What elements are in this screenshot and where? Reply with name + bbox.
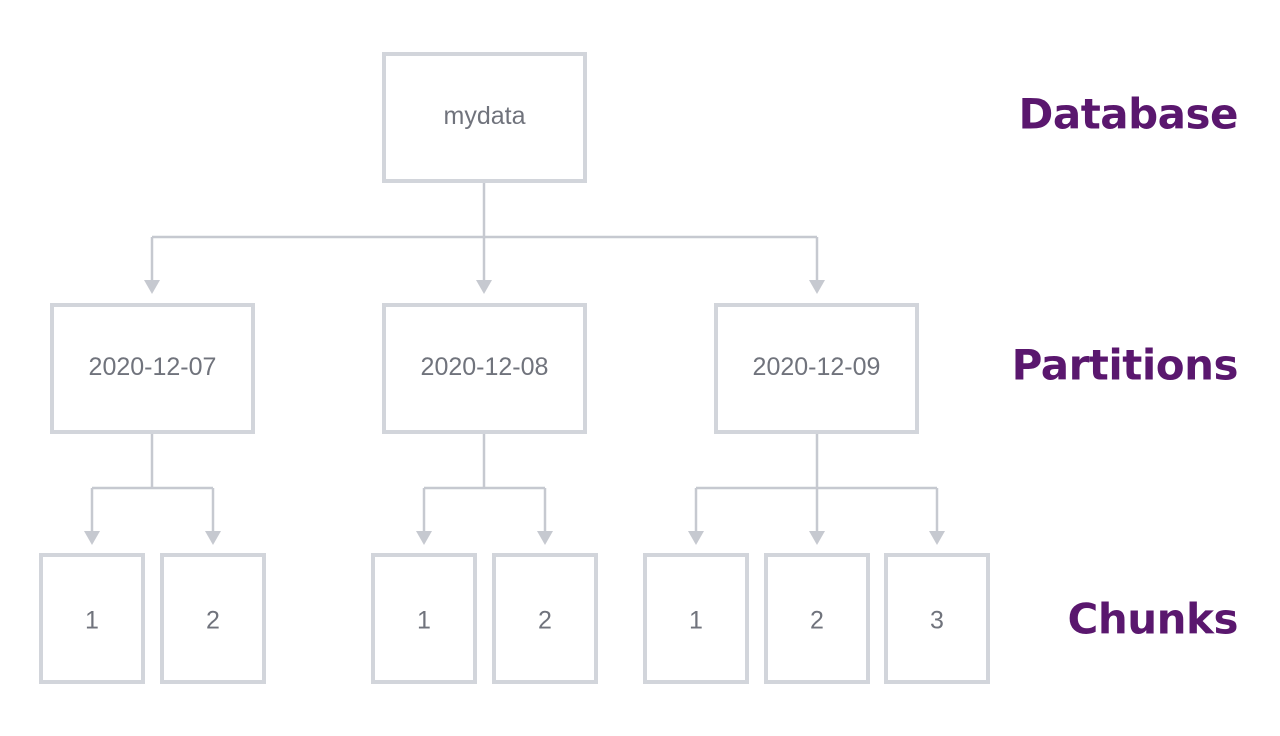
arrow-head bbox=[205, 531, 221, 545]
partition-label: 2020-12-08 bbox=[421, 353, 549, 381]
arrow-head bbox=[809, 280, 825, 294]
chunk-label: 1 bbox=[85, 607, 99, 635]
chunk-node: 2 bbox=[492, 553, 598, 684]
chunk-label: 2 bbox=[810, 607, 824, 635]
level-label-chunks: Chunks bbox=[1068, 595, 1238, 644]
arrow-head bbox=[809, 531, 825, 545]
chunk-node: 3 bbox=[884, 553, 990, 684]
partition-connectors bbox=[84, 433, 945, 545]
arrow-head bbox=[476, 280, 492, 294]
partition-label: 2020-12-09 bbox=[753, 353, 881, 381]
chunk-label: 1 bbox=[417, 607, 431, 635]
chunk-node: 1 bbox=[643, 553, 749, 684]
arrow-head bbox=[537, 531, 553, 545]
chunk-node: 2 bbox=[160, 553, 266, 684]
arrow-head bbox=[84, 531, 100, 545]
arrow-head bbox=[929, 531, 945, 545]
database-connectors bbox=[144, 182, 825, 294]
level-label-partitions: Partitions bbox=[1012, 341, 1238, 390]
chunk-label: 2 bbox=[538, 607, 552, 635]
partition-node: 2020-12-07 bbox=[50, 303, 255, 434]
level-label-database: Database bbox=[1018, 90, 1238, 139]
partition-node: 2020-12-08 bbox=[382, 303, 587, 434]
database-node: mydata bbox=[382, 52, 587, 183]
arrow-head bbox=[144, 280, 160, 294]
chunk-label: 3 bbox=[930, 607, 944, 635]
chunk-node: 1 bbox=[39, 553, 145, 684]
chunk-node: 1 bbox=[371, 553, 477, 684]
arrow-head bbox=[688, 531, 704, 545]
partition-label: 2020-12-07 bbox=[89, 353, 217, 381]
chunk-node: 2 bbox=[764, 553, 870, 684]
partition-node: 2020-12-09 bbox=[714, 303, 919, 434]
chunk-label: 2 bbox=[206, 607, 220, 635]
arrow-head bbox=[416, 531, 432, 545]
chunk-label: 1 bbox=[689, 607, 703, 635]
database-label: mydata bbox=[444, 102, 526, 130]
